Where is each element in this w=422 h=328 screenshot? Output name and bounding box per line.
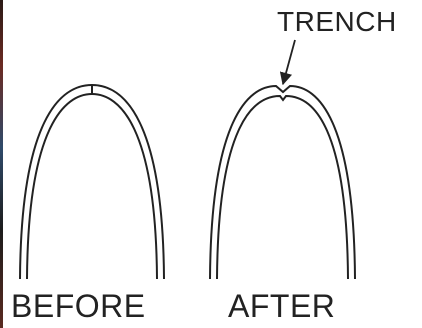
after-arch-inner (217, 96, 348, 279)
before-arch-outer (20, 85, 164, 279)
before-label: BEFORE (11, 290, 146, 322)
after-arch-outer (210, 86, 355, 279)
after-arch (210, 86, 355, 279)
before-arch-inner (27, 94, 157, 279)
after-label: AFTER (228, 290, 335, 322)
before-arch (20, 85, 164, 279)
trench-arrow (283, 40, 295, 84)
trench-label: TRENCH (277, 8, 397, 36)
